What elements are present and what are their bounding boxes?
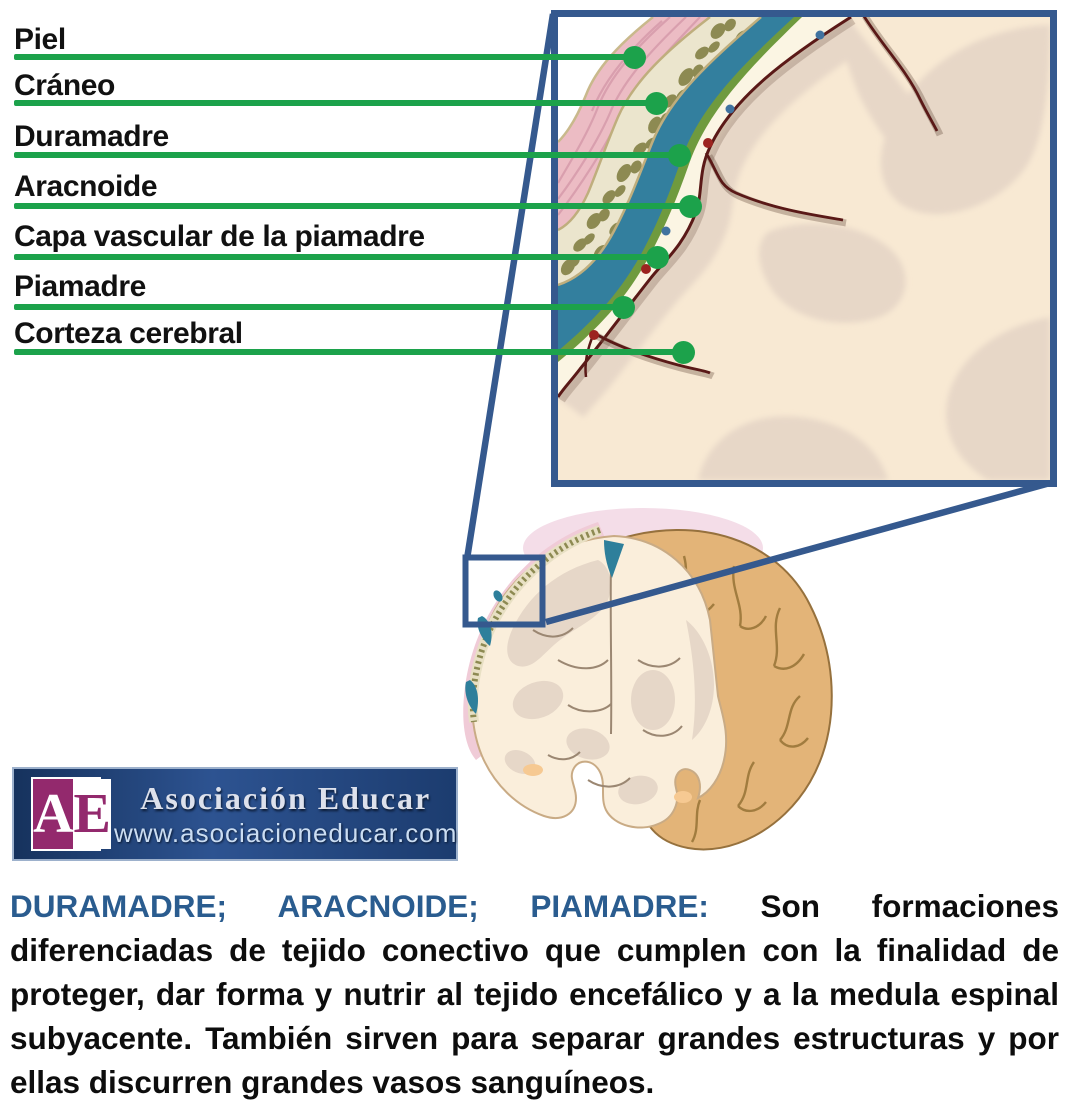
leader-dot-duramadre (668, 144, 691, 167)
ae-initial-a: A (33, 779, 74, 849)
meninges-layers-illustration (558, 17, 1050, 480)
leader-dot-corteza (672, 341, 695, 364)
caption-lead: DURAMADRE; ARACNOIDE; PIAMADRE: (10, 888, 709, 924)
leader-line-aracnoide (14, 203, 690, 209)
cortex-layer (558, 17, 1050, 480)
label-craneo: Cráneo (14, 69, 115, 102)
magnified-inset-panel (551, 10, 1057, 487)
caption-paragraph: DURAMADRE; ARACNOIDE; PIAMADRE: Son form… (10, 884, 1059, 1104)
leader-line-duramadre (14, 152, 679, 158)
brain-coronal-section (463, 508, 833, 851)
asociacion-educar-logo: A E Asociación Educar www.asociacioneduc… (12, 767, 458, 861)
label-duramadre: Duramadre (14, 120, 169, 153)
label-piamadre: Piamadre (14, 270, 146, 303)
capillary-dots (589, 30, 825, 340)
caption-line-5: ellas discurren grandes vasos sanguíneos… (10, 1064, 655, 1100)
leader-dot-piel (623, 46, 646, 69)
ae-monogram: A E (32, 778, 111, 850)
leader-dot-piamadre (612, 296, 635, 319)
leader-line-piamadre (14, 304, 623, 310)
leader-line-corteza (14, 349, 683, 355)
caption-line-1: DURAMADRE; ARACNOIDE; PIAMADRE: Son form… (10, 884, 1059, 928)
caption-line-2: diferenciadas de tejido conectivo que cu… (10, 932, 1059, 968)
ventricle-spots (523, 764, 692, 803)
pia-vessel-line (558, 17, 852, 398)
logo-name: Asociación Educar (140, 779, 432, 816)
label-capa-vascular: Capa vascular de la piamadre (14, 220, 425, 253)
leader-line-capa-vascular (14, 254, 657, 260)
label-piel: Piel (14, 23, 66, 56)
caption-line-4: subyacente. También sirven para separar … (10, 1020, 1059, 1056)
leader-dot-capa-vascular (646, 246, 669, 269)
label-corteza: Corteza cerebral (14, 317, 243, 350)
caption-line-1-rest: Son formaciones (760, 888, 1059, 924)
leader-dot-craneo (645, 92, 668, 115)
leader-dot-aracnoide (679, 195, 702, 218)
leader-line-craneo (14, 100, 656, 106)
label-aracnoide: Aracnoide (14, 170, 158, 203)
leader-line-piel (14, 54, 635, 60)
logo-website: www.asociacioneducar.com (114, 817, 458, 848)
gyri-shading (558, 17, 1050, 480)
caption-line-3: proteger, dar forma y nutrir al tejido e… (10, 976, 1059, 1012)
callout-line-top (463, 13, 557, 560)
ae-initial-e: E (73, 779, 111, 849)
logo-text: Asociación Educar www.asociacioneducar.c… (114, 780, 457, 849)
